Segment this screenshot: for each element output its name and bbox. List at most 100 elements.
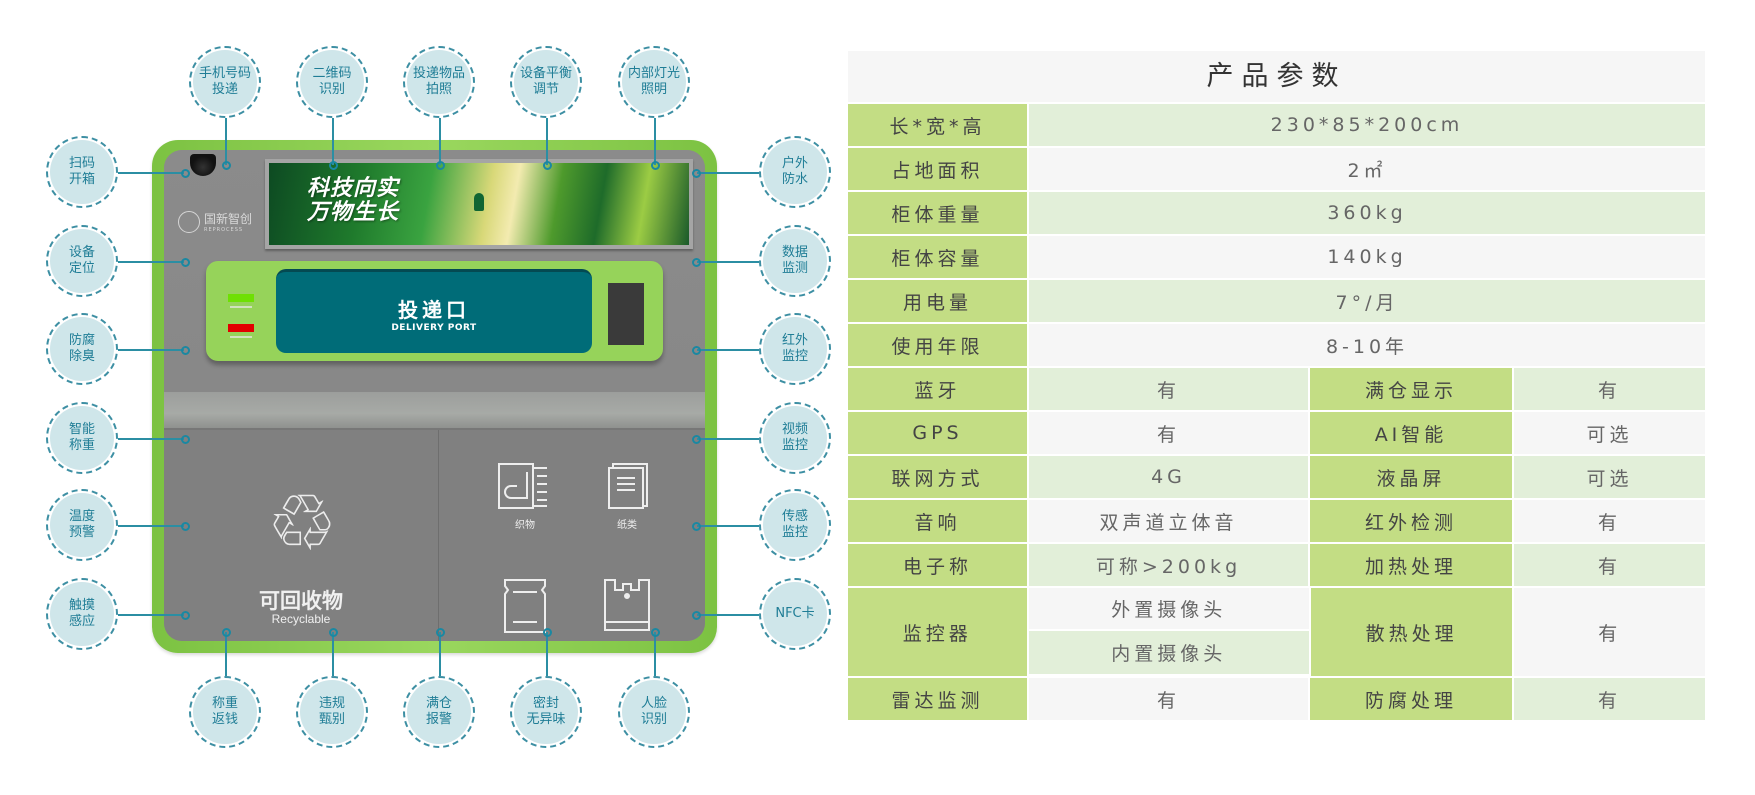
callout-connector (697, 438, 759, 440)
spec-value: 有 (1514, 544, 1705, 586)
callout-connector (118, 261, 184, 263)
feature-callout-label: 传感 监控 (763, 493, 827, 557)
feature-callout-label: 数据 监测 (763, 229, 827, 293)
category-label: 纸类 (617, 520, 637, 531)
feature-callout-label: 二维码 识别 (300, 50, 364, 114)
spec-label: 监控器 (848, 588, 1029, 676)
anchor-dot-icon (692, 346, 701, 355)
textile-icon (498, 463, 547, 509)
spec-label: 液晶屏 (1310, 456, 1514, 498)
recyclable-label-cn: 可回收物 (259, 589, 343, 613)
spec-value: 360kg (1029, 192, 1705, 234)
recyclable-door: ♲ 可回收物 Recyclable (164, 430, 438, 641)
feature-callout-label: 温度 预警 (50, 493, 114, 557)
logo-name: 国新智创 (204, 212, 253, 226)
spec-row: 音响双声道立体音红外检测有 (848, 500, 1705, 544)
category-plastic: 塑料 (592, 578, 662, 641)
anchor-dot-icon (181, 522, 190, 531)
feature-callout: 手机号码 投递 (189, 46, 261, 118)
feature-callout: 满仓 报警 (403, 676, 475, 748)
logo-mascot-icon (178, 210, 200, 233)
spec-label: 防腐处理 (1310, 678, 1514, 720)
delivery-port-panel: 投递口 DELIVERY PORT (206, 261, 663, 361)
spec-value: 有 (1514, 500, 1705, 542)
spec-label: 散热处理 (1310, 588, 1515, 676)
callout-connector (118, 172, 184, 174)
spec-label: 音响 (848, 500, 1029, 542)
spec-row: 蓝牙有满仓显示有 (848, 368, 1705, 412)
banner-line-2: 万物生长 (307, 200, 400, 225)
spec-label: 加热处理 (1310, 544, 1514, 586)
recycle-icon: ♲ (267, 479, 337, 569)
spec-value: 可选 (1514, 456, 1705, 498)
feature-callout: 智能 称重 (46, 402, 118, 474)
recyclable-label-en: Recyclable (271, 612, 331, 626)
anchor-dot-icon (692, 435, 701, 444)
spec-label: 雷达监测 (848, 678, 1029, 720)
feature-callout-label: 扫码 开箱 (50, 140, 114, 204)
spec-value: 有 (1029, 678, 1310, 720)
callout-connector (439, 632, 441, 676)
plastic-icon (604, 579, 650, 631)
recycling-cabinet: 国新智创 REPROCESS 科技向实 万物生长 投递口 DELIVERY PO… (152, 140, 717, 653)
side-display-screen (608, 283, 644, 345)
anchor-dot-icon (436, 161, 445, 170)
feature-callout-label: 触摸 感应 (50, 582, 114, 646)
callout-connector (654, 118, 656, 165)
anchor-dot-icon (181, 346, 190, 355)
feature-callout: 扫码 开箱 (46, 136, 118, 208)
feature-callout: 数据 监测 (759, 225, 831, 297)
spec-value: 7°/月 (1029, 280, 1705, 322)
anchor-dot-icon (543, 161, 552, 170)
spec-value: 有 (1514, 588, 1705, 676)
anchor-dot-icon (181, 611, 190, 620)
spec-value: 8-10年 (1029, 324, 1705, 366)
banner-line-1: 科技向实 (307, 176, 400, 201)
spec-label: 联网方式 (848, 456, 1029, 498)
spec-label: AI智能 (1310, 412, 1514, 454)
feature-callout: 视频 监控 (759, 402, 831, 474)
spec-value: 内置摄像头 (1028, 631, 1309, 674)
callout-connector (439, 118, 441, 165)
delivery-port-window[interactable]: 投递口 DELIVERY PORT (276, 269, 592, 353)
status-led-green (228, 294, 254, 302)
anchor-dot-icon (692, 169, 701, 178)
feature-callout: 称重 返钱 (189, 676, 261, 748)
cabinet-ledge (164, 392, 705, 430)
feature-callout-label: 户外 防水 (763, 140, 827, 204)
callout-connector (546, 118, 548, 165)
callout-connector (697, 172, 759, 174)
feature-callout: 户外 防水 (759, 136, 831, 208)
spec-label: 红外检测 (1310, 500, 1514, 542)
spec-value: 有 (1514, 368, 1705, 410)
banner-slogan: 科技向实 万物生长 (307, 177, 399, 225)
feature-callout: 人脸 识别 (618, 676, 690, 748)
spec-label: 柜体重量 (848, 192, 1029, 234)
advertising-screen: 科技向实 万物生长 (265, 159, 693, 249)
delivery-port-title: 投递口 (398, 298, 470, 322)
door-divider (438, 430, 439, 641)
spec-value: 140kg (1029, 236, 1705, 278)
feature-callout: 投递物品 拍照 (403, 46, 475, 118)
spec-label: 电子称 (848, 544, 1029, 586)
feature-callout: 设备平衡 调节 (510, 46, 582, 118)
metal-icon (504, 579, 546, 633)
runner-figure-icon (474, 193, 484, 211)
anchor-dot-icon (651, 628, 660, 637)
callout-connector (697, 349, 759, 351)
category-textile: 织物 (490, 462, 560, 531)
spec-value: 可称>200kg (1029, 544, 1310, 586)
spec-table-title: 产品参数 (848, 51, 1705, 104)
spec-value: 可选 (1514, 412, 1705, 454)
spec-value: 双声道立体音 (1029, 500, 1310, 542)
feature-callout-label: 设备 定位 (50, 229, 114, 293)
callout-connector (332, 632, 334, 676)
